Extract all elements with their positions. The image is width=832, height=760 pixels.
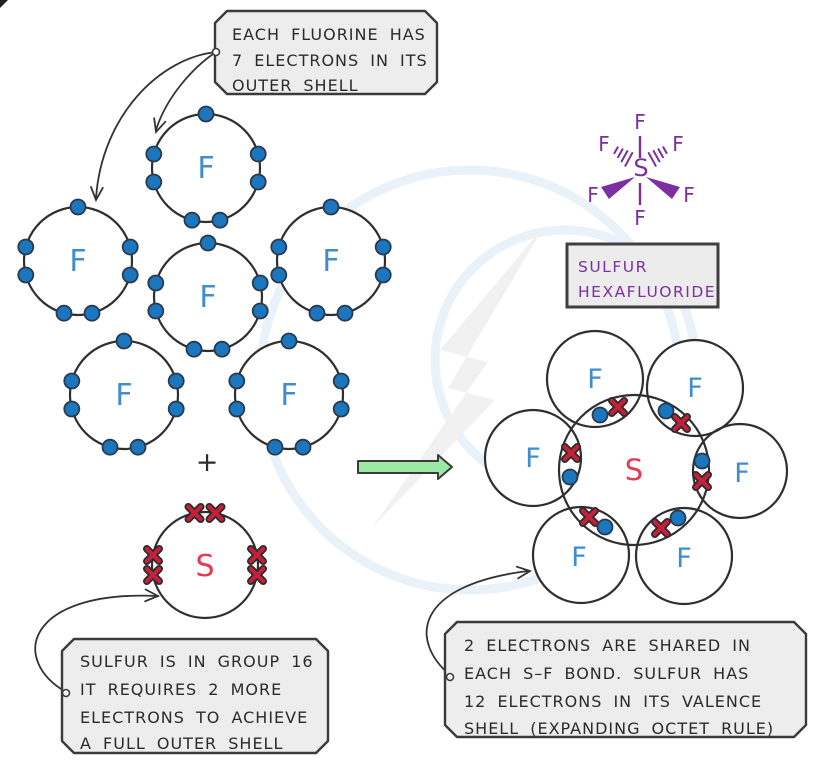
fluorine-atom: F [270, 198, 392, 322]
product-box-frame [565, 242, 720, 309]
callout-tag-hole [445, 672, 455, 682]
callout-text-line: A FULL OUTER SHELL [80, 734, 283, 753]
formula-fluorine-label: F [587, 183, 599, 207]
shared-electron-pair [695, 452, 710, 488]
fluorine-label: F [734, 458, 750, 489]
fluorine-atom: F [145, 105, 267, 229]
formula-sulfur-label: S [633, 154, 648, 182]
fluorine-atom: F [228, 332, 350, 456]
callout-text-line: SULFUR IS IN GROUP 16 [80, 652, 314, 671]
fluorine-shell-circle [645, 338, 745, 438]
fluorine-atoms-group: F F F F F F [17, 105, 392, 456]
callout-text-line: EACH FLUORINE HAS [232, 25, 426, 44]
fluorine-label: F [687, 373, 703, 404]
callout-box [213, 9, 439, 96]
fluorine-atom: F [63, 332, 185, 456]
callout-text-line: IT REQUIRES 2 MORE [80, 680, 282, 699]
formula-fluorine-label: F [683, 183, 695, 207]
product-name-line: HEXAFLUORIDE [578, 283, 716, 301]
fluorine-label: F [322, 244, 339, 279]
reaction-arrow [357, 454, 453, 480]
callout-fluorine-note: EACH FLUORINE HAS 7 ELECTRONS IN ITS OUT… [90, 9, 439, 203]
formula-fluorine-label: F [598, 132, 610, 156]
shared-electron-pair [655, 509, 687, 535]
fluorine-shell-circle [531, 505, 631, 605]
bond-hashed-wedge [613, 146, 634, 167]
callout-sulfur-note: SULFUR IS IN GROUP 16 IT REQUIRES 2 MORE… [34, 588, 330, 755]
fluorine-atom: F [17, 198, 139, 322]
bond-hashed-wedge [647, 146, 668, 167]
shared-electron-pair [583, 511, 614, 536]
shared-electron-pair [657, 402, 688, 430]
watermark-lightning-bolt-icon [372, 225, 545, 528]
shared-electron-pair [563, 447, 578, 486]
product-name-line: SULFUR [578, 258, 648, 276]
callout-tag-hole [61, 688, 71, 698]
callout-arrowhead [153, 117, 167, 135]
formula-fluorine-label: F [634, 110, 646, 134]
shared-electron-pair [591, 401, 625, 424]
callout-arrow-curve [34, 594, 159, 693]
callout-text-line: 7 ELECTRONS IN ITS [232, 51, 428, 70]
fluorine-shell-circle [634, 506, 734, 606]
callout-arrowhead [515, 565, 533, 580]
fluorine-label: F [69, 244, 86, 279]
fluorine-label: F [525, 443, 541, 474]
callout-arrowhead [90, 186, 104, 203]
callout-text-line: 2 ELECTRONS ARE SHARED IN [464, 636, 751, 655]
callout-text-line: SHELL (EXPANDING OCTET RULE) [464, 719, 774, 738]
electron-shell-circle [150, 510, 260, 620]
callout-box [443, 620, 808, 739]
callout-text-line: ELECTRONS TO ACHIEVE [80, 708, 308, 727]
sulfur-atom: S [147, 507, 263, 620]
fluorine-shell-circle [483, 408, 583, 508]
callout-tag-hole [211, 47, 221, 57]
callout-text-line: EACH S–F BOND. SULFUR HAS [464, 664, 749, 683]
sf6-structural-formula: F F F F F F S [587, 110, 695, 230]
fluorine-label: F [587, 364, 603, 395]
fluorine-shell-circle [545, 329, 645, 429]
callout-bond-note: 2 ELECTRONS ARE SHARED IN EACH S–F BOND.… [425, 565, 808, 739]
fluorine-label: F [280, 378, 297, 413]
fluorine-atom: F [147, 234, 269, 358]
plus-sign: + [196, 447, 219, 478]
callout-box [60, 637, 330, 755]
bond-solid-wedge [646, 177, 680, 199]
fluorine-label: F [199, 280, 216, 315]
bond-solid-wedge [601, 177, 635, 199]
product-name-box: SULFUR HEXAFLUORIDE [565, 242, 720, 309]
callout-arrow-curve [95, 51, 217, 199]
callout-arrowhead [144, 588, 161, 603]
fluorine-label: F [197, 151, 214, 186]
fluorine-label: F [571, 542, 587, 573]
page-corner-artifact [0, 0, 8, 8]
callout-arrow-curve [425, 570, 529, 677]
callout-text-line: 12 ELECTRONS IN ITS VALENCE [464, 692, 762, 711]
callout-arrow-curve [155, 51, 217, 131]
sulfur-label: S [195, 549, 214, 584]
fluorine-shell-circle [691, 422, 789, 520]
sulfur-label: S [625, 453, 643, 487]
fluorine-label: F [115, 378, 132, 413]
fluorine-label: F [676, 543, 692, 574]
formula-fluorine-label: F [672, 132, 684, 156]
sulfur-shell-circle [557, 393, 711, 547]
callout-text-line: OUTER SHELL [232, 76, 359, 95]
sf6-molecule: S F F F F F F [483, 329, 789, 606]
formula-fluorine-label: F [634, 206, 646, 230]
